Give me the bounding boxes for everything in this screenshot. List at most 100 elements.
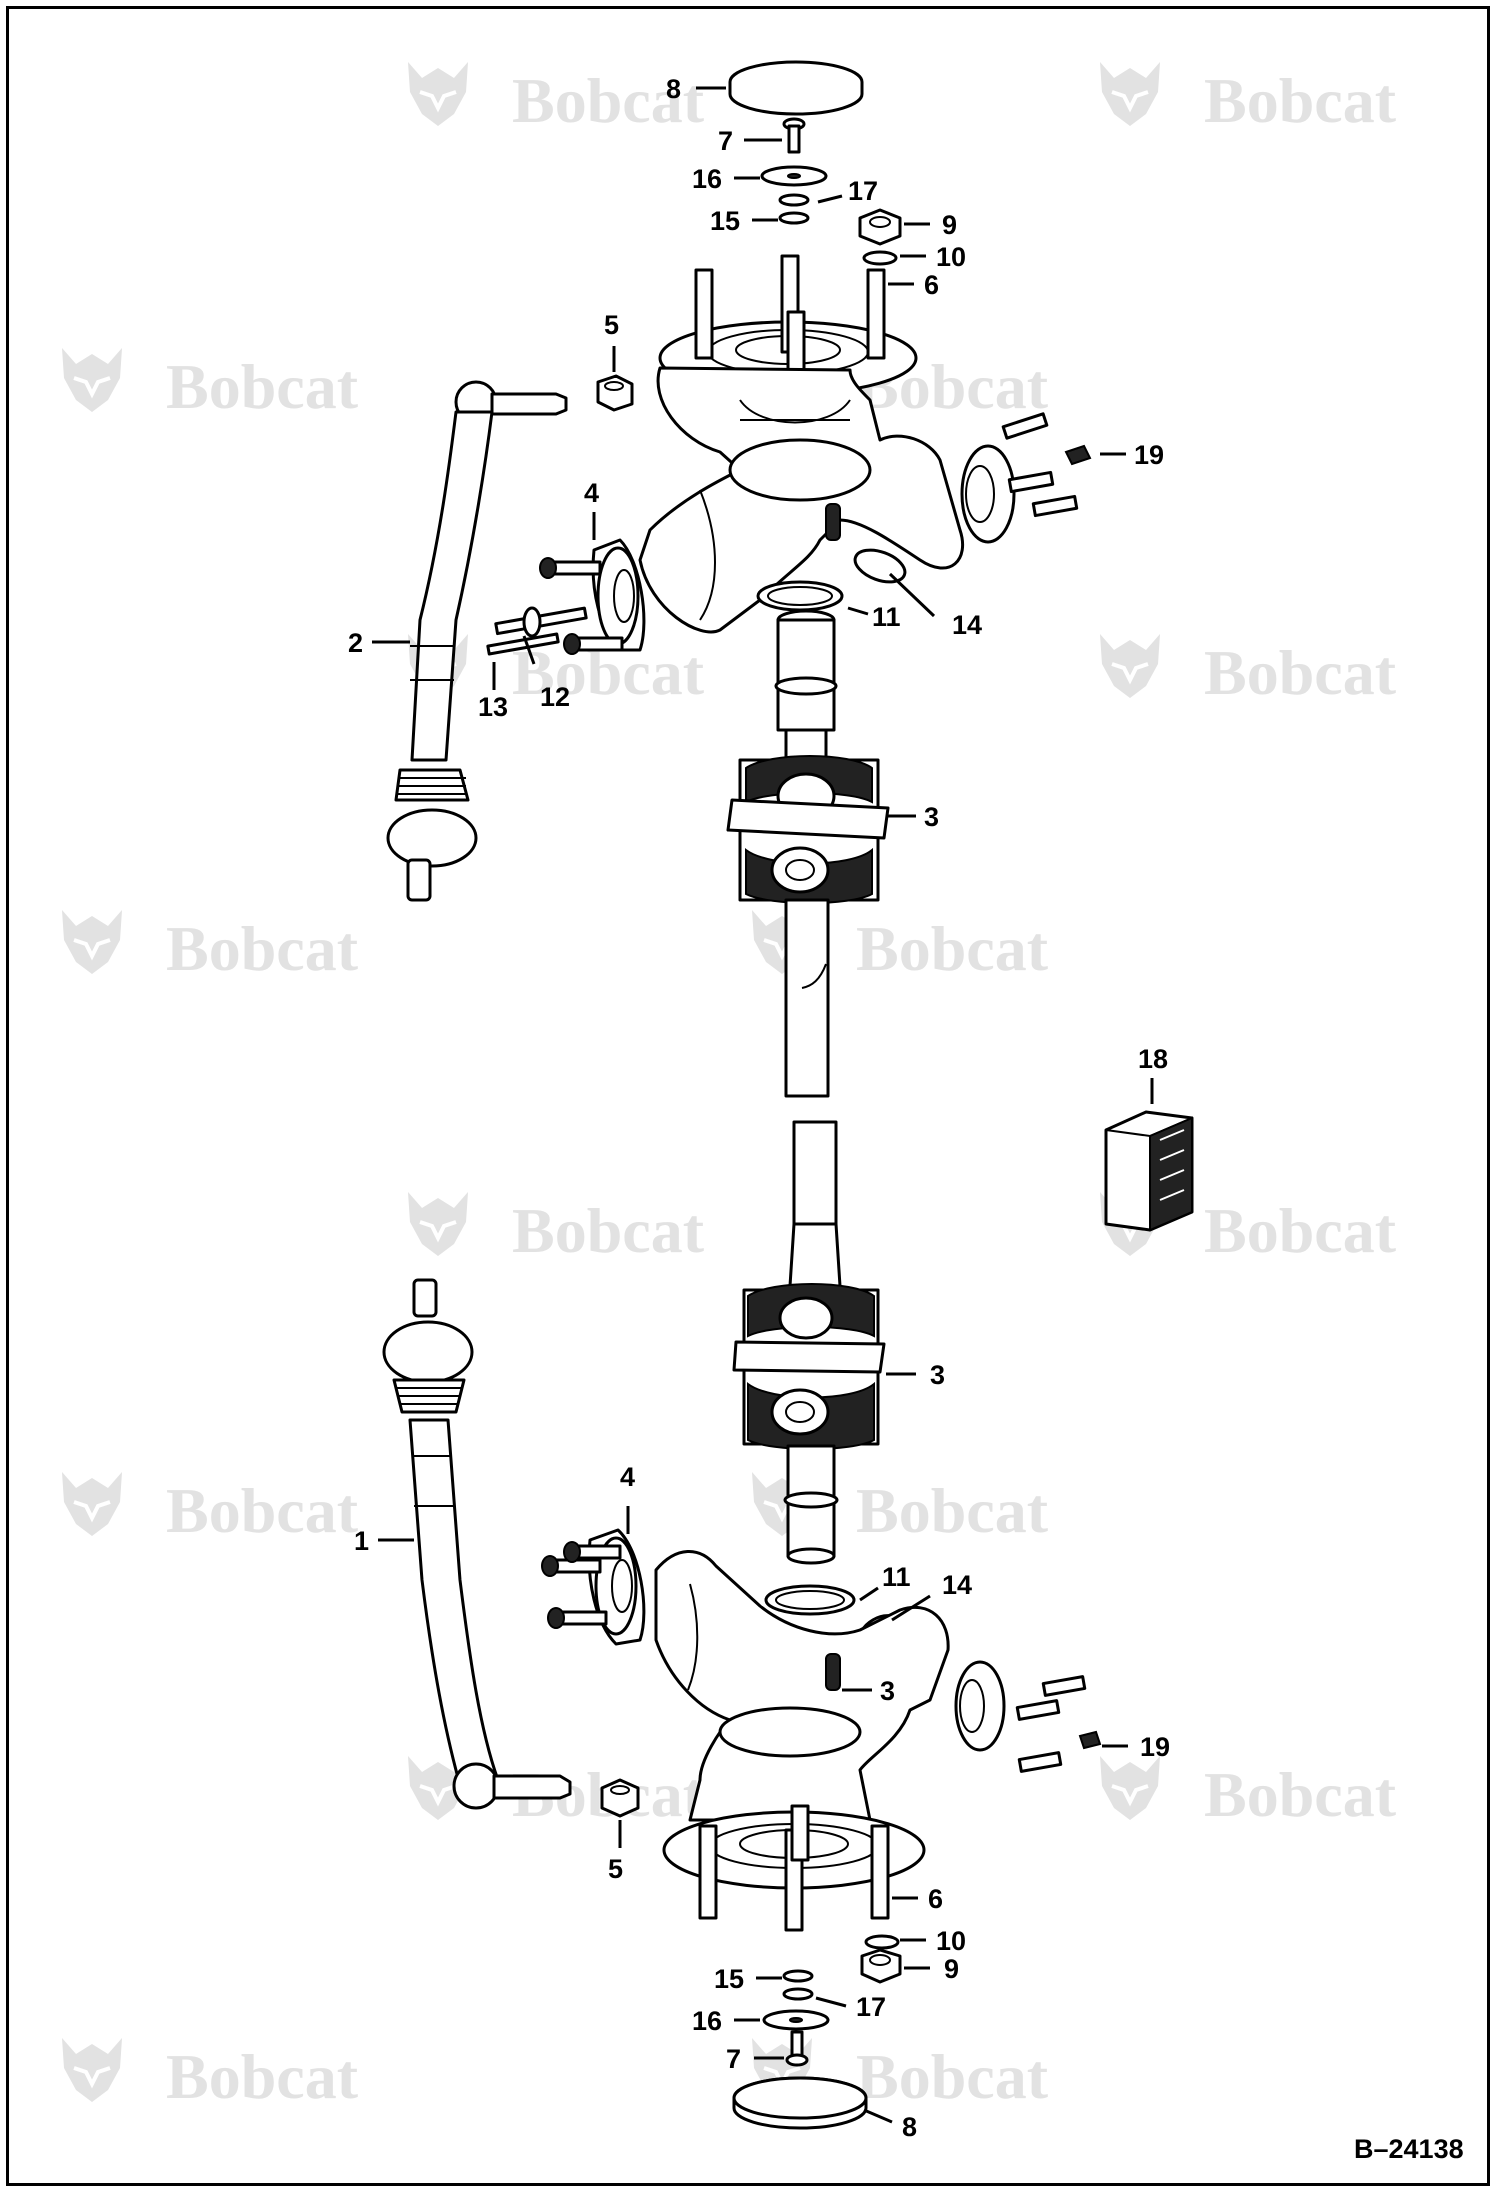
- callout-17: 17: [856, 1992, 886, 2022]
- callout-14: 14: [942, 1570, 972, 1600]
- callout-9: 9: [942, 210, 957, 240]
- callout-15: 15: [714, 1964, 744, 1994]
- watermark: Bobcat: [60, 908, 359, 984]
- washer-hole: [787, 173, 801, 179]
- bobcat-head-logo-icon: [60, 346, 124, 414]
- bobcat-head-logo-icon: [1098, 632, 1162, 700]
- callout-8: 8: [666, 74, 681, 104]
- universal-joint-part-3: [732, 1283, 886, 1450]
- lower-assembly: [382, 1120, 1102, 2130]
- callout-19: 19: [1140, 1732, 1170, 1762]
- flange-bolt: [1031, 494, 1079, 518]
- tie-rod-part-1: [382, 1278, 572, 1810]
- wheel-stud-part-6: [790, 1804, 810, 1862]
- washer-part-17: [778, 193, 810, 207]
- callout-8: 8: [902, 2112, 917, 2142]
- axle-housing-upper: [638, 366, 965, 634]
- callout-1: 1: [354, 1526, 369, 1556]
- watermark: Bobcat: [1098, 1754, 1397, 1830]
- watermark-text: Bobcat: [1204, 1195, 1397, 1266]
- gasket-part-14: [853, 548, 907, 584]
- axle-housing-lower: [654, 1550, 950, 1822]
- dowel-pin: [825, 503, 841, 541]
- callout-16: 16: [692, 164, 722, 194]
- watermark-text: Bobcat: [1204, 65, 1397, 136]
- callout-13: 13: [478, 692, 508, 722]
- watermark-text: Bobcat: [856, 1475, 1049, 1546]
- callout-3: 3: [880, 1676, 895, 1706]
- callout-7: 7: [718, 126, 733, 156]
- watermark-text: Bobcat: [1204, 637, 1397, 708]
- bobcat-head-logo-icon: [60, 2036, 124, 2104]
- callout-14: 14: [952, 610, 982, 640]
- drive-shaft-lower: [788, 1120, 842, 1288]
- wheel-hub: [662, 1804, 926, 1932]
- callout-9: 9: [944, 1954, 959, 1984]
- washer-part-15: [778, 211, 810, 225]
- flange-part-4: [541, 1528, 646, 1646]
- watermark: Bobcat: [406, 60, 705, 136]
- callout-12: 12: [540, 682, 570, 712]
- callout-6: 6: [924, 270, 939, 300]
- flange-bolt: [1001, 412, 1049, 440]
- tie-rod-part-2: [386, 380, 568, 902]
- watermark-text: Bobcat: [856, 2041, 1049, 2112]
- nut-part-5: [600, 1778, 640, 1818]
- watermark: Bobcat: [60, 346, 359, 422]
- leader-lines: [372, 86, 1154, 2124]
- drive-shaft-upper: [774, 609, 838, 768]
- bobcat-head-logo-icon: [60, 1470, 124, 1538]
- watermark: Bobcat: [406, 1190, 705, 1266]
- callout-2: 2: [348, 628, 363, 658]
- washer-part-10: [864, 1934, 900, 1950]
- flange-bolt: [1017, 1751, 1063, 1773]
- callout-11: 11: [882, 1562, 911, 1592]
- callout-17: 17: [848, 176, 878, 206]
- stub-shaft-lower: [783, 1444, 839, 1565]
- flange-bolt: [1007, 470, 1055, 494]
- bolt-part-12: [494, 606, 588, 638]
- callout-15: 15: [710, 206, 740, 236]
- flange-bolt: [1015, 1699, 1061, 1721]
- flange-bolt: [558, 1610, 608, 1626]
- repair-kit-box-part-18: [1104, 1110, 1194, 1232]
- wheel-stud-part-6: [866, 268, 886, 360]
- flange-bolt: [550, 560, 602, 576]
- washer-part-15: [782, 1969, 814, 1983]
- callout-7: 7: [726, 2044, 741, 2074]
- grease-fitting-part-19: [1078, 1730, 1102, 1750]
- callout-16: 16: [692, 2006, 722, 2036]
- right-flange: [954, 1660, 1102, 1773]
- washer-part-17: [782, 1987, 814, 2001]
- callout-4: 4: [584, 478, 599, 508]
- watermark-text: Bobcat: [166, 351, 359, 422]
- bobcat-head-logo-icon: [406, 60, 470, 128]
- wheel-stud-part-6: [698, 1824, 718, 1920]
- nut-part-5: [596, 374, 634, 412]
- watermark: Bobcat: [750, 908, 1049, 984]
- bobcat-head-logo-icon: [406, 1190, 470, 1258]
- nut-part-9: [858, 208, 902, 246]
- watermark-text: Bobcat: [166, 913, 359, 984]
- callout-labels-lower: 3 4 11 14 1 3 19 5 6 10 9 15 17 16 7 8: [354, 1360, 1170, 2142]
- wheel-stud-part-6: [870, 1824, 890, 1920]
- bolt-part-13: [486, 632, 560, 656]
- wheel-stud-part-6: [694, 268, 714, 360]
- callout-5: 5: [604, 310, 619, 340]
- flange-part-4: [539, 538, 646, 655]
- watermark: Bobcat: [60, 1470, 359, 1546]
- watermark-layer: Bobcat Bobcat Bobcat Bobcat Bobcat Bobca…: [60, 60, 1397, 2112]
- callout-19: 19: [1134, 440, 1164, 470]
- callout-labels-upper: 8 7 16 17 15 9 10 6 5 19 4 11 14 2 13 12…: [348, 74, 1164, 832]
- callout-3: 3: [924, 802, 939, 832]
- callout-5: 5: [608, 1854, 623, 1884]
- bolt-part-7: [785, 2030, 809, 2067]
- callout-18: 18: [1138, 1044, 1168, 1074]
- watermark: Bobcat: [1098, 60, 1397, 136]
- watermark: Bobcat: [750, 2036, 1049, 2112]
- callout-6: 6: [928, 1884, 943, 1914]
- nut-part-9: [860, 1948, 902, 1984]
- watermark: Bobcat: [1098, 632, 1397, 708]
- callout-labels-middle: 18: [1138, 1044, 1168, 1074]
- bobcat-head-logo-icon: [1098, 60, 1162, 128]
